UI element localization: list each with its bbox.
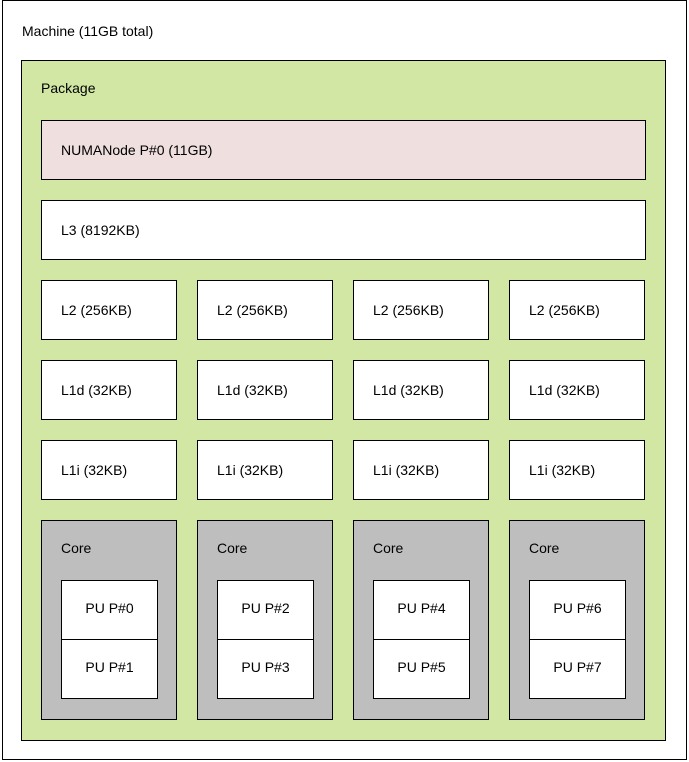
l1d-cache-label: L1d (32KB) — [529, 382, 600, 398]
l1i-cache-box: L1i (32KB) — [197, 440, 333, 500]
pu-label: PU P#2 — [241, 600, 290, 616]
numa-node-label: NUMANode P#0 (11GB) — [61, 142, 213, 158]
l1d-cache-box: L1d (32KB) — [353, 360, 489, 420]
pu-label: PU P#0 — [85, 600, 134, 616]
pu-label: PU P#1 — [85, 659, 134, 675]
l1i-cache-box: L1i (32KB) — [353, 440, 489, 500]
pu-box: PU P#7 — [529, 639, 626, 699]
l1d-cache-box: L1d (32KB) — [509, 360, 645, 420]
l1d-cache-box: L1d (32KB) — [41, 360, 177, 420]
l1i-cache-label: L1i (32KB) — [61, 462, 128, 478]
machine-label: Machine (11GB total) — [22, 23, 154, 39]
pu-box: PU P#3 — [217, 639, 314, 699]
core-label: Core — [61, 540, 92, 556]
pu-box: PU P#5 — [373, 639, 470, 699]
pu-box: PU P#1 — [61, 639, 158, 699]
l2-cache-label: L2 (256KB) — [217, 302, 288, 318]
l1i-cache-label: L1i (32KB) — [529, 462, 596, 478]
pu-box: PU P#4 — [373, 580, 470, 640]
l3-cache-box: L3 (8192KB) — [41, 200, 646, 260]
pu-label: PU P#5 — [397, 659, 446, 675]
l1i-cache-box: L1i (32KB) — [41, 440, 177, 500]
l2-cache-box: L2 (256KB) — [41, 280, 177, 340]
pu-label: PU P#4 — [397, 600, 446, 616]
l1d-cache-label: L1d (32KB) — [373, 382, 444, 398]
pu-box: PU P#2 — [217, 580, 314, 640]
pu-box: PU P#0 — [61, 580, 158, 640]
l1i-cache-label: L1i (32KB) — [373, 462, 440, 478]
l1d-cache-label: L1d (32KB) — [61, 382, 132, 398]
core-label: Core — [373, 540, 404, 556]
l2-cache-label: L2 (256KB) — [373, 302, 444, 318]
l2-cache-box: L2 (256KB) — [353, 280, 489, 340]
l1i-cache-label: L1i (32KB) — [217, 462, 284, 478]
pu-label: PU P#3 — [241, 659, 290, 675]
l1i-cache-box: L1i (32KB) — [509, 440, 645, 500]
core-label: Core — [529, 540, 560, 556]
l2-cache-box: L2 (256KB) — [197, 280, 333, 340]
package-label: Package — [41, 80, 96, 96]
l2-cache-label: L2 (256KB) — [529, 302, 600, 318]
l2-cache-label: L2 (256KB) — [61, 302, 132, 318]
numa-node-box: NUMANode P#0 (11GB) — [41, 120, 646, 180]
l1d-cache-label: L1d (32KB) — [217, 382, 288, 398]
pu-box: PU P#6 — [529, 580, 626, 640]
l2-cache-box: L2 (256KB) — [509, 280, 645, 340]
core-label: Core — [217, 540, 248, 556]
pu-label: PU P#6 — [553, 600, 602, 616]
pu-label: PU P#7 — [553, 659, 602, 675]
l1d-cache-box: L1d (32KB) — [197, 360, 333, 420]
l3-cache-label: L3 (8192KB) — [61, 222, 140, 238]
